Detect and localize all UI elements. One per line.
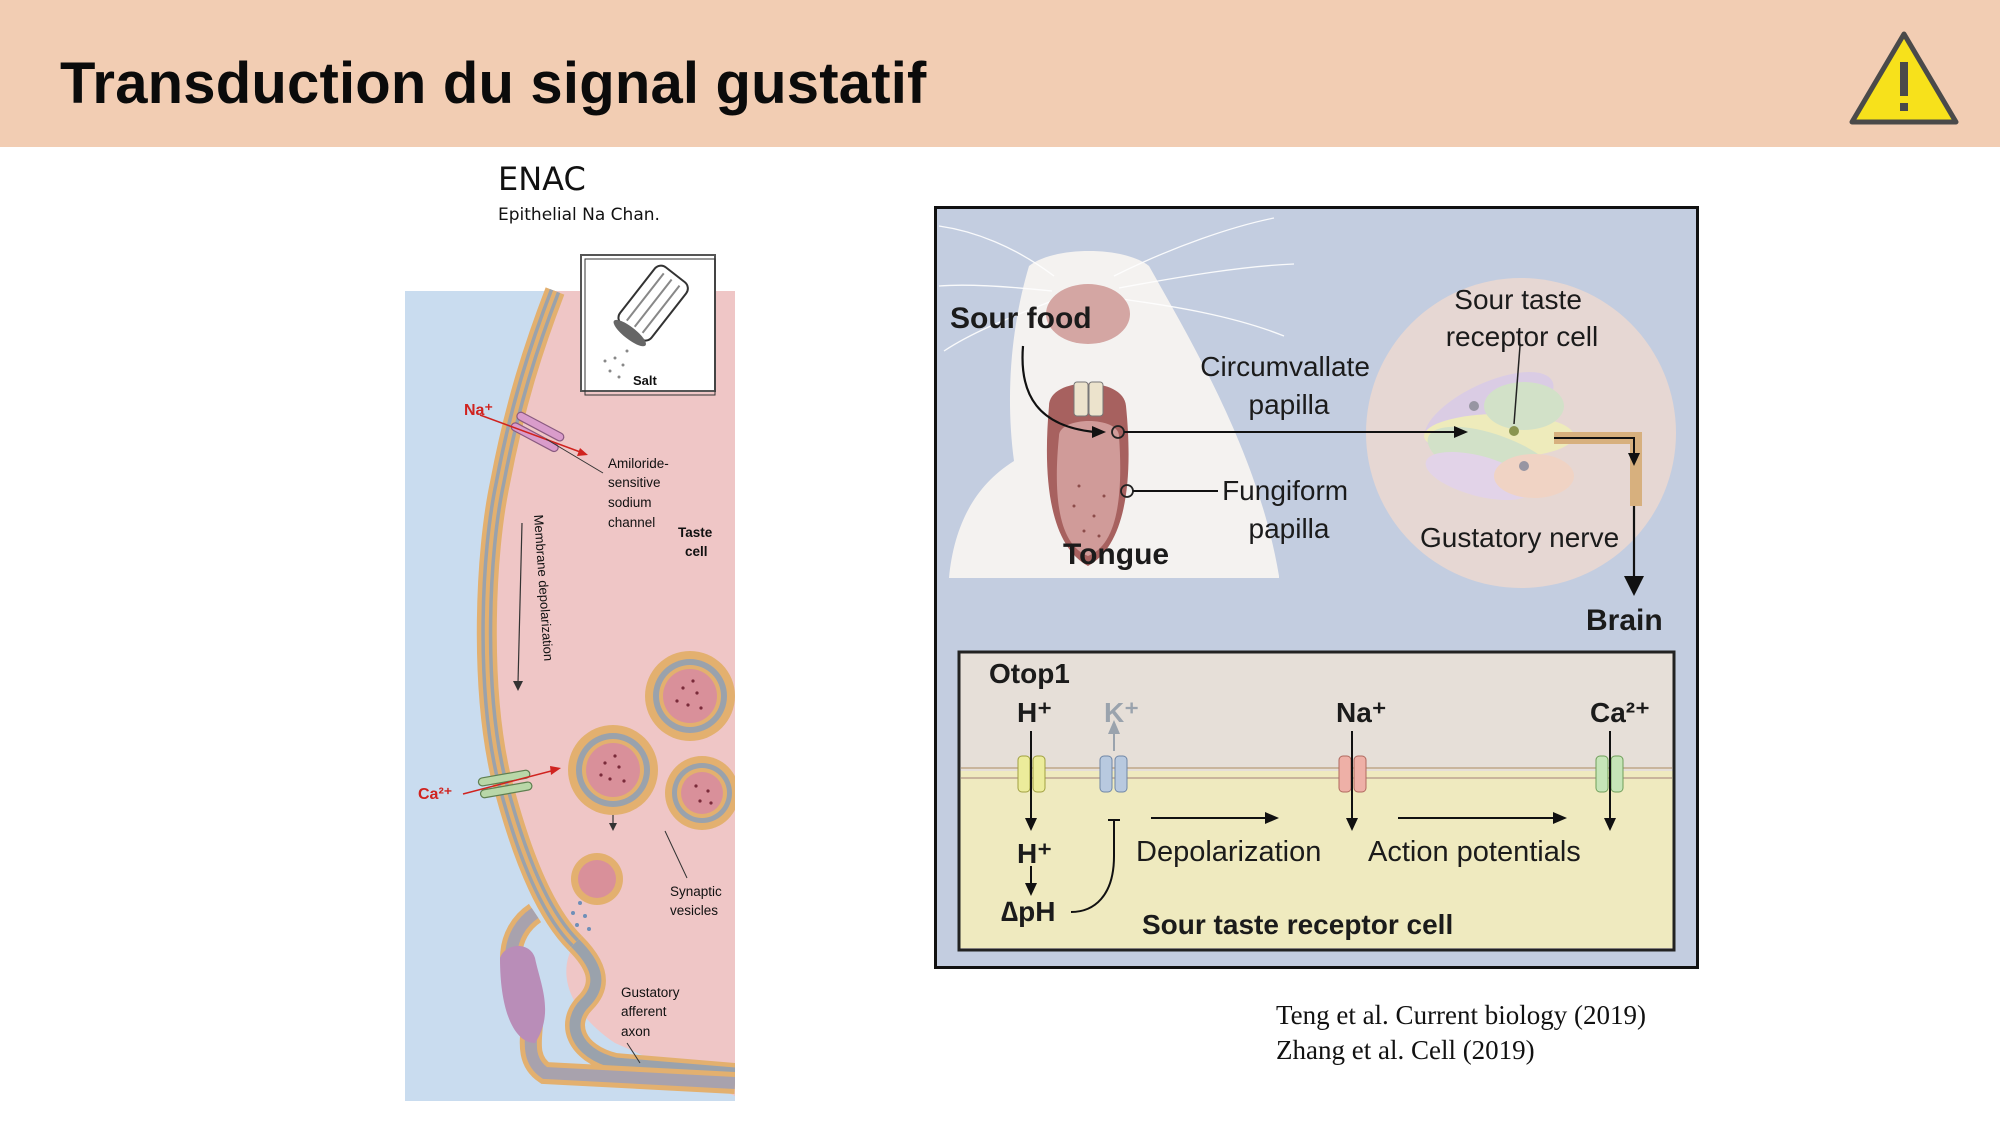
reference-1: Teng et al. Current biology (2019) [1276, 1000, 1647, 1030]
h-inside-label: H⁺ [1017, 838, 1052, 869]
sour-taste-figure: Sour food Circumvallate papilla Fungifor… [934, 206, 1699, 969]
receptor-cell-label: Sour taste receptor cell [1446, 284, 1599, 352]
ca-ion-label: Ca²⁺ [418, 786, 452, 803]
enac-title: ENAC [498, 160, 586, 198]
action-potentials-label: Action potentials [1368, 836, 1581, 868]
na-ion-label: Na⁺ [464, 402, 493, 419]
taste-cell-label: Taste cell [678, 525, 716, 559]
receptor-cell-caption: Sour taste receptor cell [1142, 909, 1453, 940]
synaptic-vesicles-label: Synaptic vesicles [670, 884, 726, 918]
gustatory-axon-label: Gustatory afferent axon [621, 985, 683, 1039]
channel-label: Amiloride- sensitive sodium channel [608, 456, 673, 530]
taste-cell-figure: Salt Na⁺ Amiloride- sensitive sodium cha… [405, 254, 735, 1101]
salt-label: Salt [633, 373, 658, 388]
enac-subtitle: Epithelial Na Chan. [498, 205, 660, 225]
slide-title: Transduction du signal gustatif [60, 51, 927, 116]
sodium-channel [1338, 755, 1367, 793]
synaptic-vesicle [568, 725, 658, 815]
h-ion-label: H⁺ [1017, 697, 1052, 728]
otop1-channel [1017, 755, 1046, 793]
gustatory-nerve-label: Gustatory nerve [1420, 522, 1619, 553]
depolarization-label: Depolarization [1136, 836, 1321, 868]
potassium-channel [1099, 755, 1128, 793]
circumvallate-papilla-label: Circumvallate papilla [1200, 351, 1377, 420]
synaptic-vesicle [645, 651, 735, 741]
reference-2: Zhang et al. Cell (2019) [1276, 1035, 1535, 1065]
na-ion-label: Na⁺ [1336, 697, 1387, 728]
k-ion-label: K⁺ [1104, 697, 1139, 728]
sour-food-label: Sour food [950, 302, 1092, 335]
taste-bud [1424, 372, 1574, 500]
warning-triangle-icon [1849, 31, 1959, 125]
references: Teng et al. Current biology (2019) Zhang… [1276, 998, 1646, 1068]
brain-label: Brain [1586, 604, 1663, 637]
slide-header [0, 0, 2000, 147]
synaptic-vesicle [665, 756, 735, 830]
fungiform-papilla-label: Fungiform papilla [1222, 475, 1356, 544]
otop1-label: Otop1 [989, 658, 1070, 689]
delta-ph-label: ∆pH [1001, 896, 1055, 927]
ca-ion-label: Ca²⁺ [1590, 697, 1650, 728]
tongue-label: Tongue [1063, 538, 1169, 571]
